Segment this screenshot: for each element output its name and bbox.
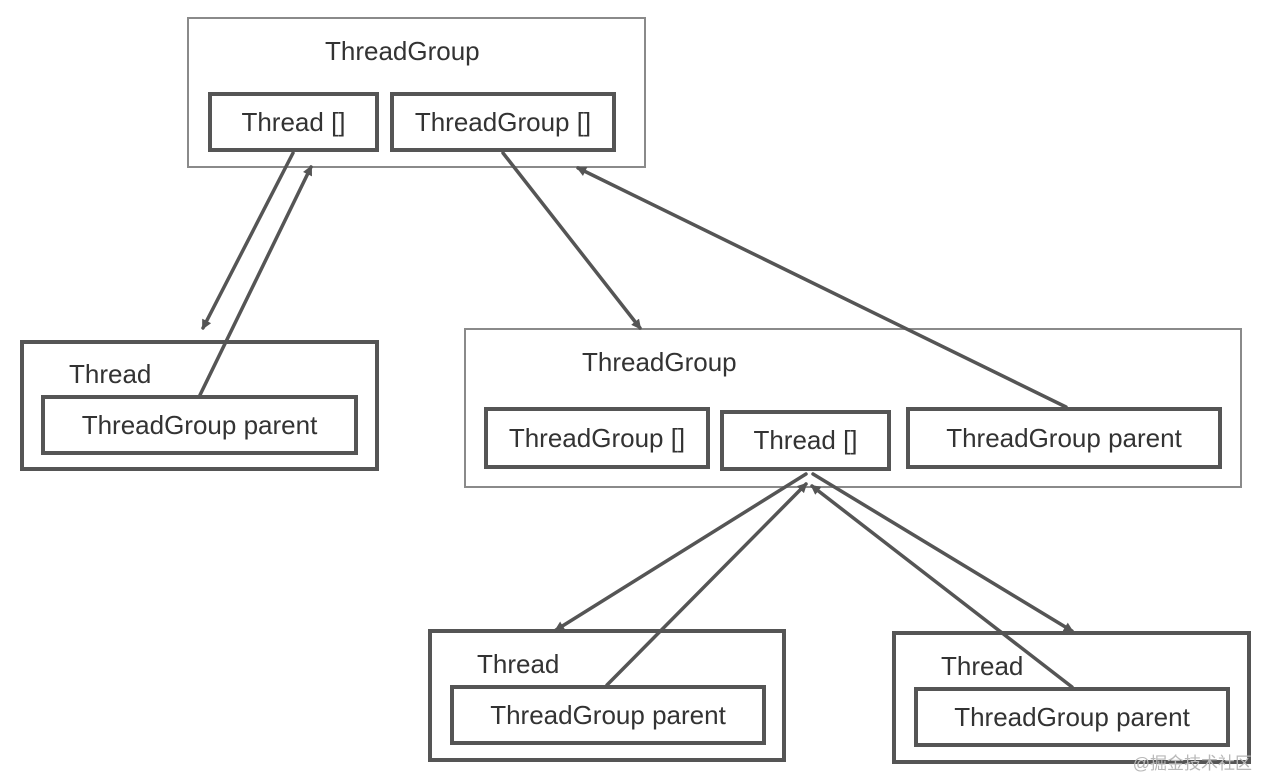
arrow-child-threads-to-bottom-thread-1 [554,472,808,632]
left-thread-title: Thread [69,359,152,389]
bottom-thread-1-title: Thread [477,649,560,679]
arrow-child-parent-to-top-group [576,166,1068,409]
top-threadgroup [187,17,646,168]
arrow-bottom-2-parent-to-child-group [810,484,1074,689]
top-thread-array-field: Thread [] [208,92,379,152]
bottom-thread-2-parent-field: ThreadGroup parent [914,687,1230,747]
child-threadgroup-title: ThreadGroup [582,347,737,377]
bottom-thread-2-title: Thread [941,651,1024,681]
child-threadgroup [464,328,1242,488]
child-thread-array-field: Thread [] [720,410,891,471]
watermark: @掘金技术社区 [1132,754,1252,773]
arrow-bottom-1-parent-to-child-group [605,482,808,687]
bottom-thread-1-parent-field: ThreadGroup parent [450,685,766,745]
top-threadgroup-array-field: ThreadGroup [] [390,92,616,152]
bottom-thread-1 [428,629,786,762]
left-thread-parent-field: ThreadGroup parent [41,395,358,455]
arrow-child-threads-to-bottom-thread-2 [811,472,1074,633]
child-parent-field: ThreadGroup parent [906,407,1222,469]
arrow-left-parent-to-top-group [198,165,313,397]
bottom-thread-2 [892,631,1251,764]
top-threadgroup-title: ThreadGroup [325,36,480,66]
arrow-top-threads-to-left-thread [201,151,295,330]
left-thread [20,340,379,471]
child-threadgroup-array-field: ThreadGroup [] [484,407,710,469]
arrow-top-groups-to-child-group [501,151,642,330]
